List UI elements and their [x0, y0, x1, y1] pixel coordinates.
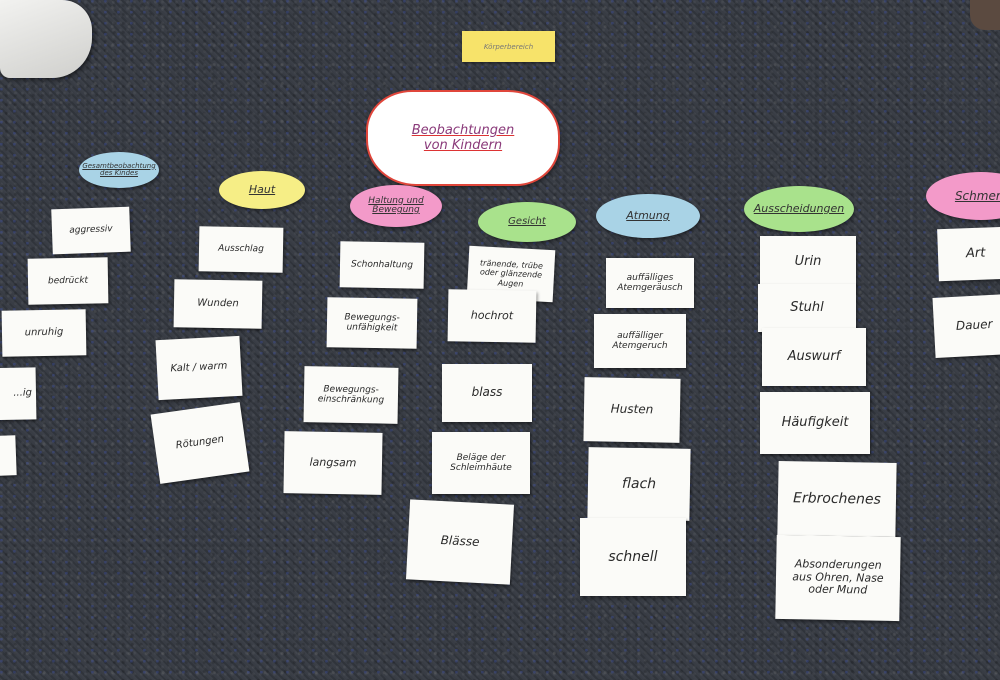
- card-blass: blass: [442, 364, 532, 422]
- card-kalt-warm: Kalt / warm: [155, 335, 243, 401]
- card-roetungen: Rötungen: [150, 402, 250, 484]
- card-ausschlag: Ausschlag: [198, 226, 284, 273]
- cloud-line-2: von Kindern: [423, 138, 503, 153]
- topic-sticky-note: Körperbereich: [462, 31, 555, 62]
- card-urin: Urin: [760, 236, 856, 288]
- card-husten: Husten: [583, 377, 681, 443]
- category-gesicht: Gesicht: [478, 202, 576, 242]
- card-atemgeraeusch: auffälliges Atemgeräusch: [606, 258, 694, 308]
- card-partial-bottom: [0, 435, 17, 477]
- category-ausscheidungen: Ausscheidungen: [744, 186, 854, 232]
- card-haeufigkeit: Häufigkeit: [760, 392, 870, 454]
- card-blaesse: Blässe: [405, 499, 515, 585]
- card-absonderungen: Absonderungen aus Ohren, Nase oder Mund: [775, 534, 901, 622]
- cloud-line-1: Beobachtungen: [411, 123, 515, 138]
- category-gesamtbeobachtung: Gesamtbeobachtung des Kindes: [79, 152, 159, 188]
- card-art: Art: [937, 226, 1000, 282]
- shoe-corner: [970, 0, 1000, 30]
- card-dauer: Dauer: [932, 294, 1000, 358]
- card-erbrochenes: Erbrochenes: [777, 460, 897, 538]
- category-schmerz: Schmerz: [926, 172, 1000, 220]
- card-flach: flach: [587, 447, 691, 521]
- sneaker: [0, 0, 92, 78]
- card-bedrueckt: bedrückt: [27, 257, 109, 305]
- card-bewegungsunfaehigkeit: Bewegungs-unfähigkeit: [326, 297, 418, 349]
- card-langsam: langsam: [283, 431, 383, 495]
- card-hochrot: hochrot: [447, 289, 537, 343]
- card-stuhl: Stuhl: [758, 284, 856, 332]
- card-schnell: schnell: [580, 518, 686, 596]
- card-bewegungseinschraenkung: Bewegungs-einschränkung: [303, 366, 399, 424]
- card-partial-ig: ...ig: [0, 367, 37, 421]
- category-atmung: Atmung: [596, 194, 700, 238]
- card-auswurf: Auswurf: [762, 328, 866, 386]
- card-atemgeruch: auffälliger Atemgeruch: [594, 314, 686, 368]
- card-belaege: Beläge der Schleimhäute: [432, 432, 530, 494]
- central-cloud-card: Beobachtungen von Kindern: [366, 90, 560, 186]
- card-wunden: Wunden: [173, 279, 263, 329]
- card-aggressiv: aggressiv: [51, 206, 131, 255]
- card-schonhaltung: Schonhaltung: [339, 241, 425, 289]
- card-unruhig: unruhig: [1, 309, 87, 357]
- category-haltung-bewegung: Haltung und Bewegung: [350, 185, 442, 227]
- category-haut: Haut: [219, 171, 305, 209]
